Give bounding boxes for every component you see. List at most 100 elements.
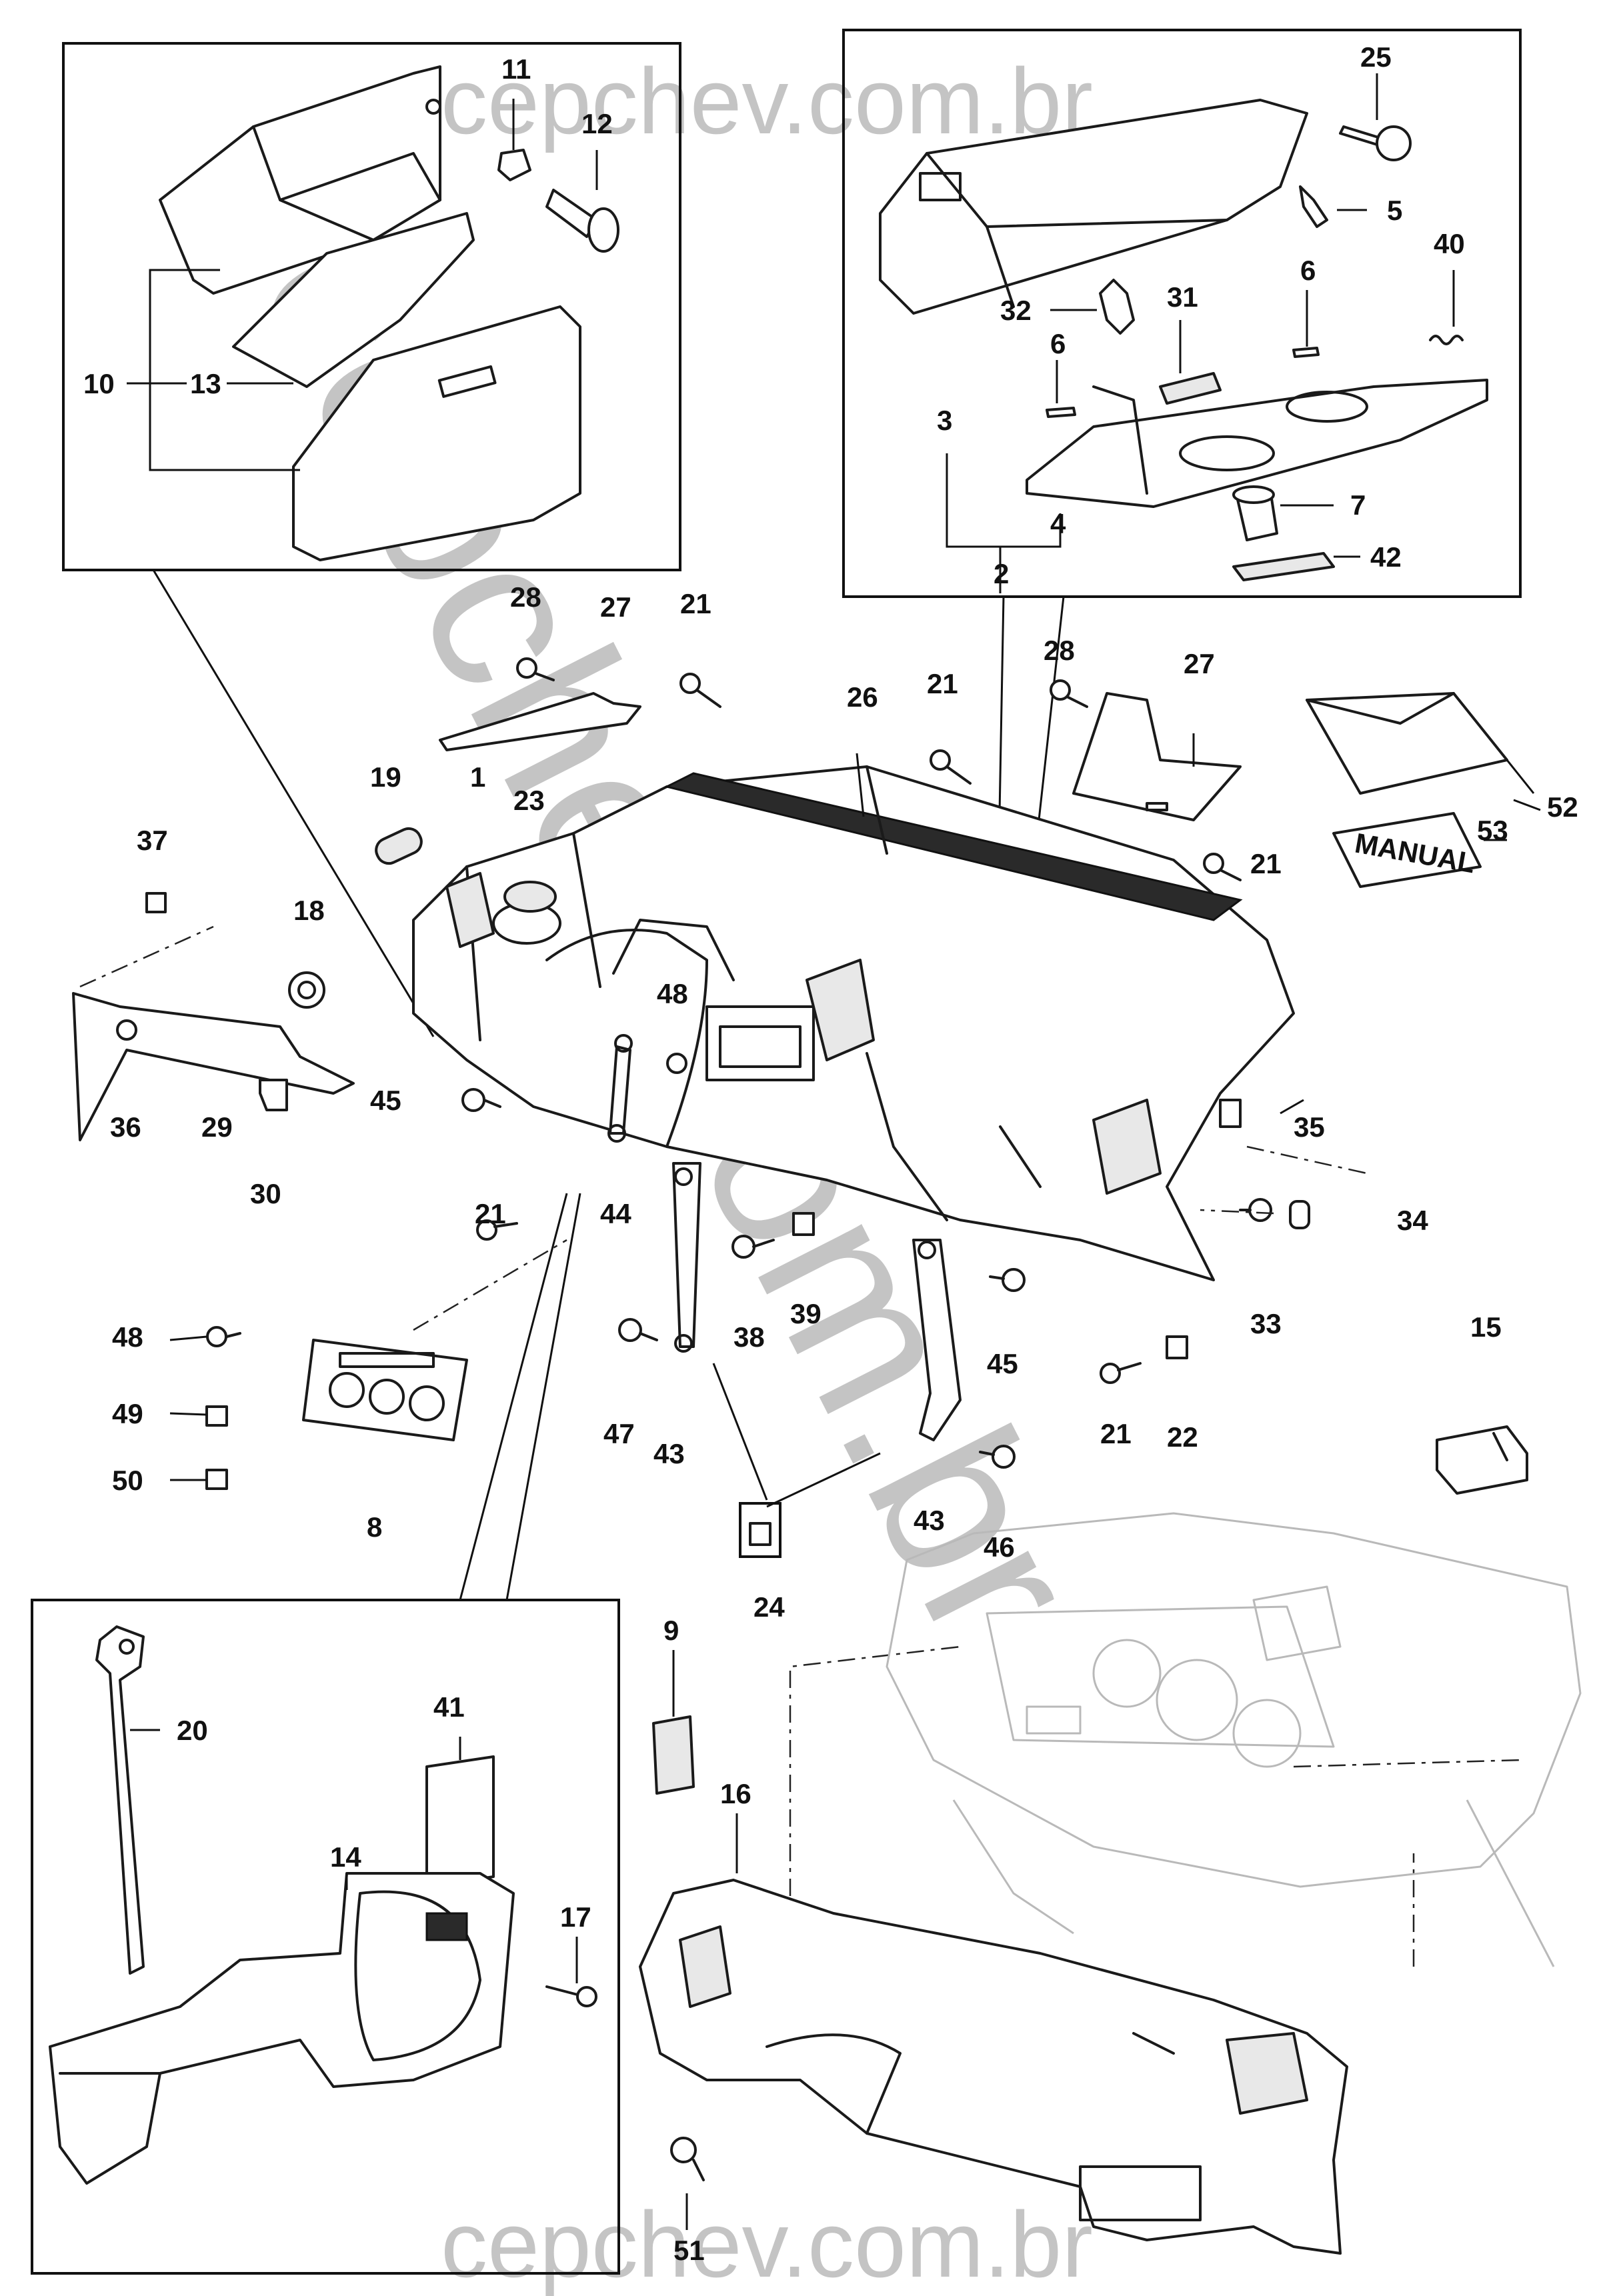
glovebox-lid-3: [879, 99, 1308, 315]
screw-21d: [476, 1219, 518, 1241]
clip-19: [375, 827, 423, 865]
callout-19: 19: [370, 761, 401, 793]
callout-21e: 21: [1100, 1418, 1132, 1449]
manual-envelope-52: [1306, 692, 1508, 795]
manual-booklet-53: MANUAL: [1332, 812, 1482, 888]
callout-36: 36: [110, 1111, 141, 1143]
callout-47: 47: [603, 1418, 635, 1449]
callout-42: 42: [1370, 541, 1402, 573]
bolt-33: [1239, 1198, 1272, 1222]
nut-49: [205, 1405, 228, 1427]
callout-16: 16: [720, 1778, 751, 1809]
callout-14: 14: [330, 1841, 361, 1873]
callout-8: 8: [367, 1511, 382, 1543]
watermark-bottom: cepchev.com.br: [441, 2192, 1093, 2296]
bolt-48b: [206, 1326, 241, 1347]
cover-41: [425, 1755, 495, 1888]
pin-6a: [1046, 407, 1076, 418]
bolt-46: [979, 1445, 1016, 1469]
callout-21c: 21: [1250, 848, 1282, 879]
screw-21b: [930, 749, 972, 785]
support-rod-20: [95, 1625, 145, 1975]
bumper-7: [1232, 485, 1278, 541]
screw-28b: [1050, 679, 1088, 708]
callout-48a: 48: [657, 978, 688, 1009]
callout-9: 9: [663, 1615, 679, 1646]
callout-5: 5: [1387, 195, 1402, 226]
screw-21e: [1100, 1362, 1142, 1384]
callout-4: 4: [1050, 508, 1066, 539]
nut-37: [145, 892, 167, 913]
screw-25: [1339, 125, 1412, 161]
callout-41: 41: [433, 1691, 465, 1723]
callout-6b: 6: [1300, 255, 1316, 286]
callout-20: 20: [177, 1715, 208, 1746]
glovebox-divider-13: [232, 212, 475, 388]
callout-35: 35: [1294, 1111, 1325, 1143]
callout-53: 53: [1477, 815, 1508, 846]
callout-10: 10: [83, 368, 115, 399]
screw-51: [670, 2137, 705, 2181]
callout-32: 32: [1000, 295, 1032, 326]
callout-2: 2: [994, 558, 1009, 589]
callout-18: 18: [293, 895, 325, 926]
callout-25: 25: [1360, 41, 1392, 73]
spring-40: [1429, 335, 1464, 345]
callout-50: 50: [112, 1465, 143, 1496]
callout-39: 39: [790, 1298, 822, 1329]
callout-11: 11: [501, 53, 531, 85]
callout-38: 38: [733, 1321, 765, 1353]
bolt-45b: [989, 1268, 1026, 1292]
callout-31: 31: [1167, 281, 1198, 313]
cover-23: [503, 881, 557, 913]
nut-39: [792, 1212, 815, 1236]
callout-27b: 27: [1184, 648, 1215, 679]
callout-29: 29: [201, 1111, 233, 1143]
nut-22: [1166, 1335, 1188, 1359]
callout-labels: 11 12 10 13 25 5 40 6 32 31 6 3 7 4 42 2…: [83, 41, 1578, 2266]
glovebox-upper-housing: [159, 65, 441, 295]
callout-21d: 21: [475, 1198, 506, 1229]
callout-21a: 21: [680, 588, 711, 619]
bolt-45a: [461, 1088, 501, 1112]
bolt-48: [666, 1053, 687, 1074]
instrument-panel-1: [412, 765, 1295, 1281]
defroster-duct-26: [663, 765, 1243, 921]
callout-22: 22: [1167, 1421, 1198, 1453]
clip-24: [739, 1502, 781, 1558]
support-bracket-14: [49, 1872, 515, 2185]
callout-13: 13: [190, 368, 221, 399]
callout-21b: 21: [927, 668, 958, 699]
glovebox-door-10: [292, 305, 581, 561]
panel-cover-16: [639, 1879, 1348, 2255]
inset-box-glovebox-upper: [62, 42, 681, 571]
callout-7: 7: [1350, 489, 1366, 521]
callout-40: 40: [1434, 228, 1465, 259]
brace-43a: [672, 1162, 701, 1353]
callout-3: 3: [937, 405, 952, 436]
clip-30: [259, 1079, 288, 1111]
grommet-18: [288, 971, 325, 1009]
clip-5: [1299, 185, 1328, 228]
callout-49: 49: [112, 1398, 143, 1429]
screw-21c: [1203, 853, 1242, 881]
nut-50: [205, 1469, 228, 1490]
callout-43a: 43: [653, 1438, 685, 1469]
callout-12: 12: [581, 108, 613, 139]
callout-48b: 48: [112, 1321, 143, 1353]
bracket-27-left: [439, 692, 641, 751]
callout-45b: 45: [987, 1348, 1018, 1379]
callout-46: 46: [984, 1531, 1015, 1563]
callout-45a: 45: [370, 1085, 401, 1116]
bracket-27-right: [1072, 692, 1242, 821]
watermark-top: cepchev.com.br: [441, 49, 1093, 153]
trim-pad-9: [652, 1715, 695, 1795]
callout-26: 26: [847, 681, 878, 713]
callout-51: 51: [673, 2235, 705, 2266]
callout-23: 23: [513, 785, 545, 816]
callout-15: 15: [1470, 1311, 1502, 1343]
brace-44: [607, 1034, 633, 1143]
screw-36: [116, 1019, 137, 1041]
brace-43b: [912, 1239, 962, 1441]
callout-1: 1: [470, 761, 485, 793]
